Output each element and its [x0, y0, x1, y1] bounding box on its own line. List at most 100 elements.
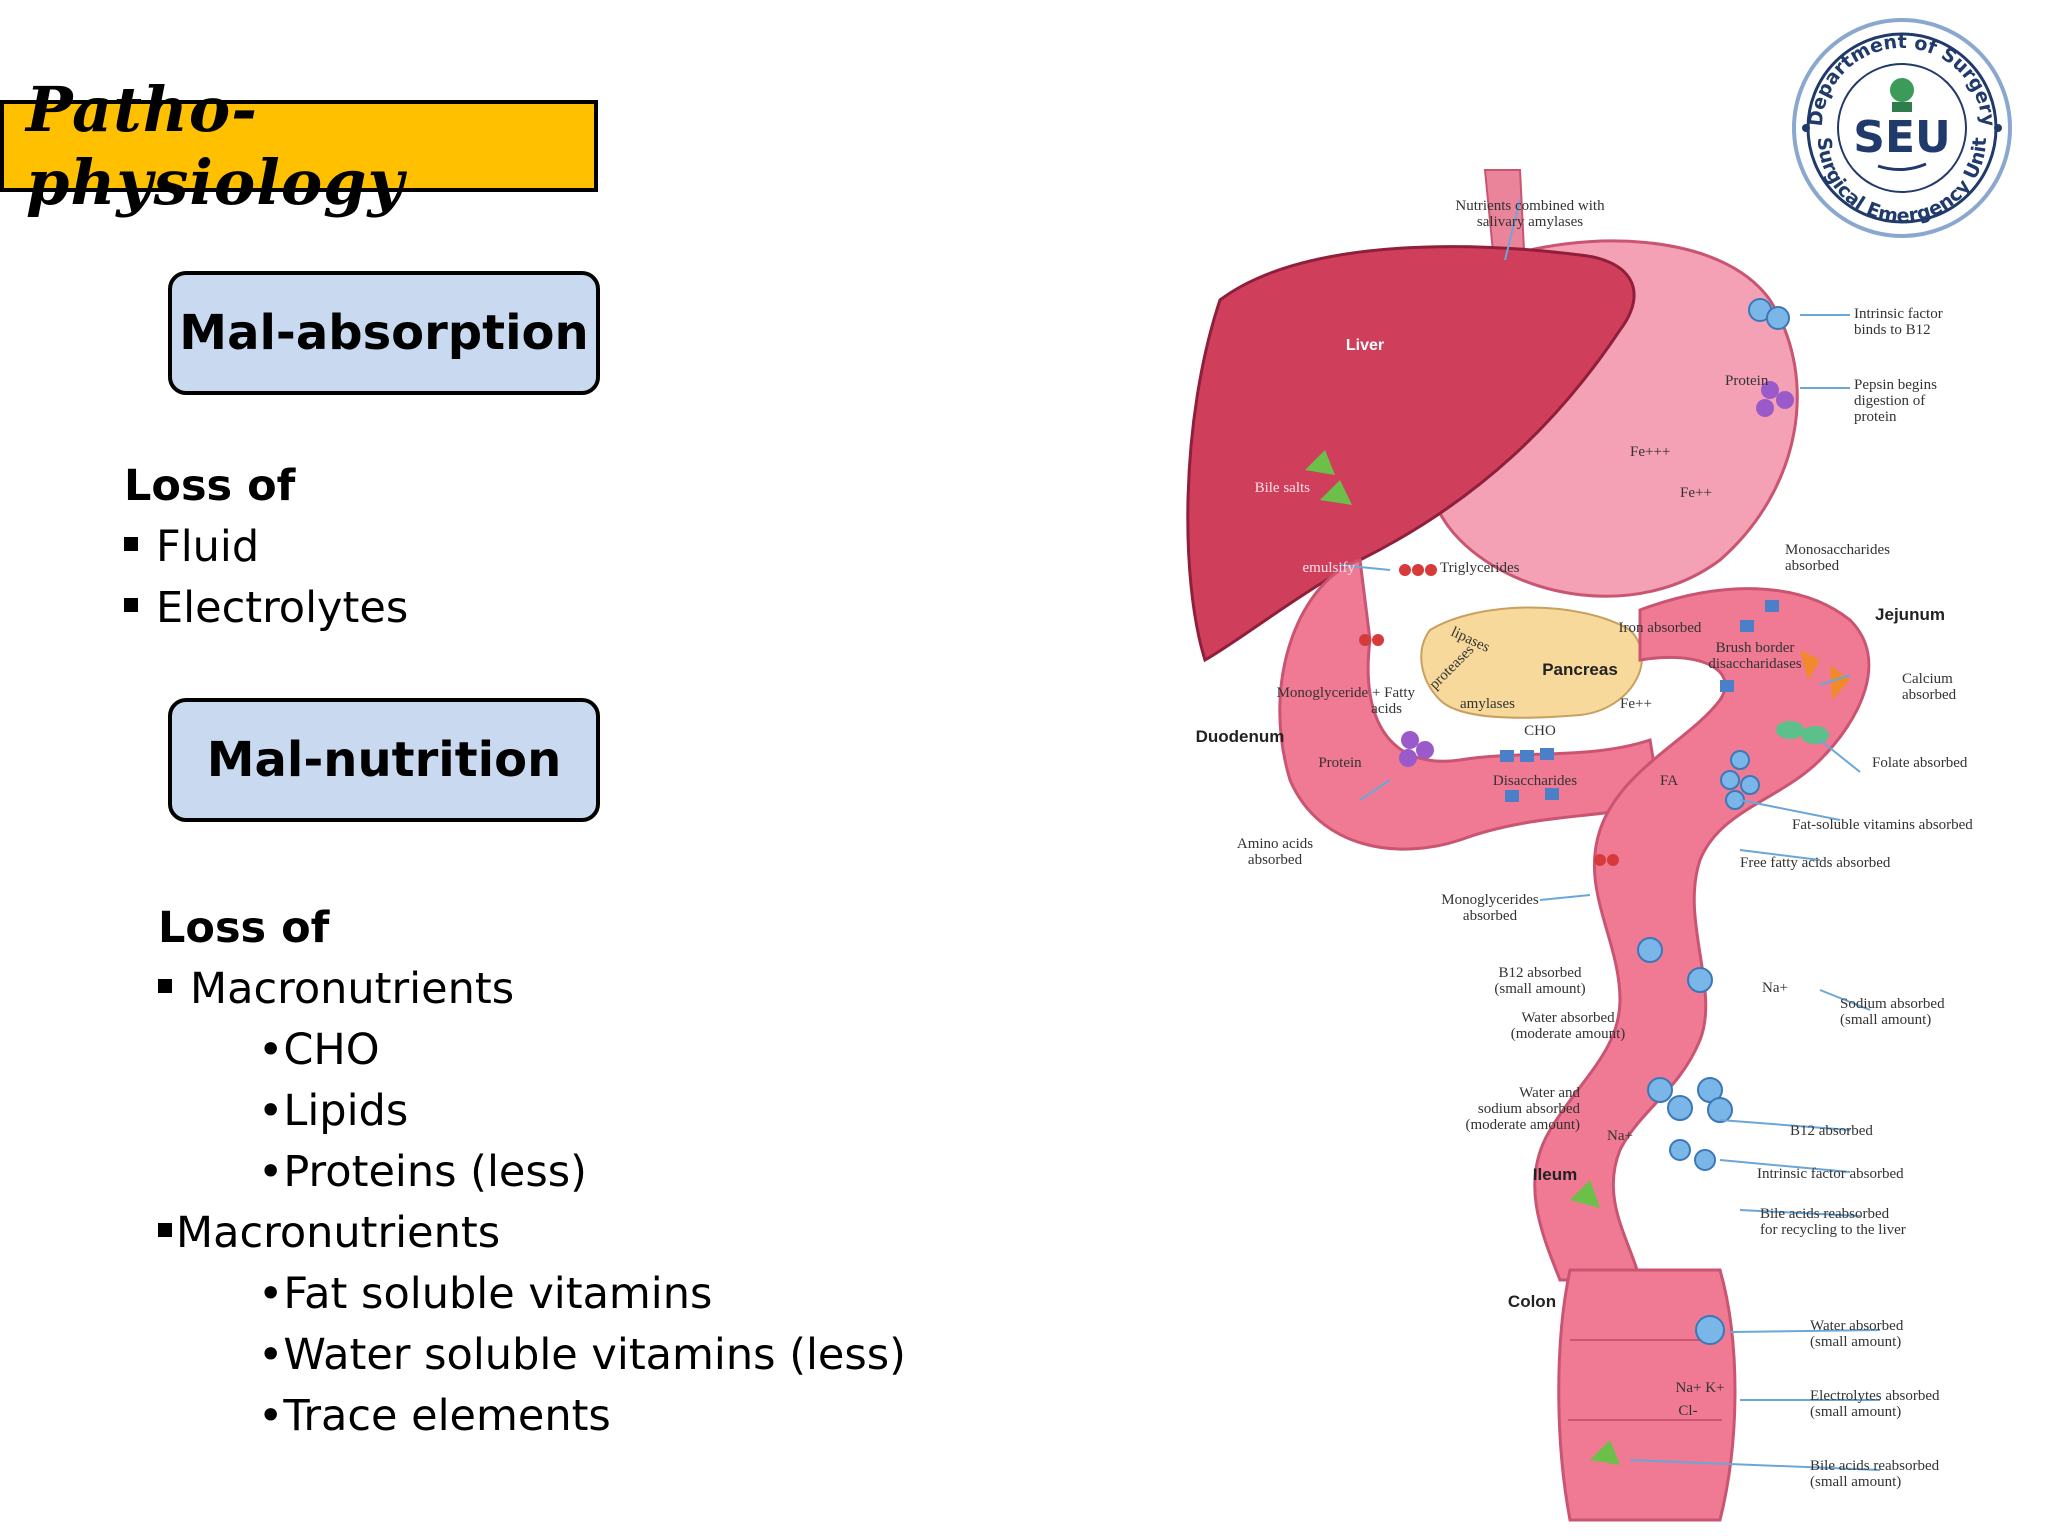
label-jejunum: Jejunum	[1875, 605, 1945, 624]
calcium-icon	[1800, 650, 1850, 700]
label-intrinsic-absorbed: Intrinsic factor absorbed	[1757, 1166, 1904, 1182]
label-calcium-2: absorbed	[1902, 687, 1957, 703]
label-pancreas: Pancreas	[1542, 660, 1618, 679]
triglyceride-molecules	[1359, 564, 1619, 866]
bile-salt-triangles	[1305, 450, 1620, 1465]
label-na-k: Na+ K+	[1676, 1380, 1725, 1396]
malnutrition-heading: Mal-nutrition	[206, 732, 562, 788]
label-b12-absorbed-2: (small amount)	[1494, 981, 1585, 997]
bullet-icon: •	[258, 1147, 284, 1197]
label-protein-duodenum: Protein	[1318, 755, 1362, 771]
list-item: Electrolytes	[124, 578, 408, 639]
label-amino-1: Amino acids	[1237, 836, 1313, 852]
malabsorption-box: Mal-absorption	[168, 271, 600, 395]
label-pepsin-2: digestion of	[1854, 393, 1925, 409]
label-colon-water-1: Water absorbed	[1810, 1318, 1904, 1334]
b12-molecules	[1637, 298, 1790, 1345]
label-emulsify: emulsify	[1303, 560, 1356, 576]
arrows	[1339, 199, 1881, 1471]
label-sodium-2: (small amount)	[1840, 1012, 1931, 1028]
label-fe2b: Fe++	[1620, 696, 1652, 712]
label-brush-1: Brush border	[1716, 640, 1795, 656]
label-intrinsic-1: Intrinsic factor	[1854, 306, 1943, 322]
label-colon-bile-2: (small amount)	[1810, 1474, 1901, 1490]
bullet-icon: •	[258, 1025, 284, 1075]
label-triglycerides: Triglycerides	[1440, 560, 1520, 576]
label-colon-water-2: (small amount)	[1810, 1334, 1901, 1350]
label-pepsin-3: protein	[1854, 409, 1897, 425]
label-iron: Iron absorbed	[1619, 620, 1702, 636]
pancreas	[1420, 606, 1643, 719]
label-pepsin-1: Pepsin begins	[1854, 377, 1937, 393]
malabsorption-list: Loss of Fluid Electrolytes	[124, 456, 408, 639]
malnutrition-list: Loss of Macronutrients •CHO •Lipids •Pro…	[158, 898, 906, 1447]
square-bullet-icon	[124, 536, 138, 551]
digestive-system-diagram: Nutrients combined with salivary amylase…	[1186, 169, 1973, 1522]
bullet-icon: •	[258, 1391, 284, 1441]
title-banner: Patho-physiology	[0, 73, 598, 219]
square-bullet-icon	[158, 1222, 172, 1237]
label-na: Na+	[1762, 980, 1788, 996]
seu-logo: Department of Surgery Surgical Emergency…	[1792, 18, 2012, 238]
label-fa: FA	[1660, 773, 1678, 789]
list-item: •Lipids	[158, 1081, 906, 1142]
liver	[1186, 245, 1636, 663]
label-ileum: Ileum	[1533, 1165, 1577, 1184]
list-item: •Fat soluble vitamins	[158, 1264, 906, 1325]
bullet-icon: •	[258, 1330, 284, 1380]
label-brush-2: disaccharidases	[1708, 656, 1801, 672]
label-amino-2: absorbed	[1248, 852, 1303, 868]
label-calcium-1: Calcium	[1902, 671, 1953, 687]
label-acids: acids	[1371, 701, 1402, 717]
list-item: Macronutrients	[158, 959, 906, 1020]
label-monoglycerides-1: Monoglycerides	[1441, 892, 1539, 908]
duodenum	[1278, 557, 1662, 851]
label-water-2: (moderate amount)	[1511, 1026, 1626, 1042]
label-fat-soluble: Fat-soluble vitamins absorbed	[1792, 817, 1973, 833]
label-fe2: Fe++	[1680, 485, 1712, 501]
label-b12-absorbed-1: B12 absorbed	[1499, 965, 1582, 981]
bullet-icon: •	[258, 1086, 284, 1136]
label-water-sodium-1: Water and	[1519, 1085, 1580, 1101]
label-protein-stomach: Protein	[1725, 373, 1769, 389]
malabsorption-heading: Mal-absorption	[179, 305, 589, 361]
square-bullet-icon	[158, 978, 172, 993]
label-water-sodium-2: sodium absorbed	[1478, 1101, 1581, 1117]
malabsorption-loss-of: Loss of	[124, 461, 296, 511]
label-cho: CHO	[1524, 723, 1556, 739]
label-folate: Folate absorbed	[1872, 755, 1968, 771]
label-fe3: Fe+++	[1630, 444, 1670, 460]
label-monoglycerides-2: absorbed	[1463, 908, 1518, 924]
label-nutrients: Nutrients combined with	[1455, 198, 1605, 214]
small-intestine	[1533, 587, 1871, 1282]
logo-center-text: SEU	[1853, 112, 1950, 163]
label-disaccharides: Disaccharides	[1493, 773, 1577, 789]
label-colon-bile-1: Bile acids reabsorbed	[1810, 1458, 1940, 1474]
malnutrition-box: Mal-nutrition	[168, 698, 600, 822]
label-bile-recycle-2: for recycling to the liver	[1760, 1222, 1906, 1238]
square-bullet-icon	[124, 597, 138, 612]
disaccharide-blocks	[1500, 600, 1779, 802]
label-liver: Liver	[1346, 337, 1384, 354]
label-free-fatty-acids: Free fatty acids absorbed	[1740, 855, 1891, 871]
label-na-2: Na+	[1607, 1128, 1633, 1144]
protein-molecules	[1399, 381, 1794, 767]
page-title: Patho-physiology	[26, 73, 405, 219]
label-water-sodium-3: (moderate amount)	[1465, 1117, 1580, 1133]
bullet-icon: •	[258, 1269, 284, 1319]
label-bile-salts: Bile salts	[1255, 480, 1311, 496]
label-cl: Cl-	[1678, 1403, 1697, 1419]
label-b12-ileum: B12 absorbed	[1790, 1123, 1873, 1139]
label-mono-2: absorbed	[1785, 558, 1840, 574]
label-nutrients-2: salivary amylases	[1477, 214, 1583, 230]
label-intrinsic-2: binds to B12	[1854, 322, 1931, 338]
label-water-1: Water absorbed	[1521, 1010, 1615, 1026]
label-bile-recycle-1: Bile acids reabsorbed	[1760, 1206, 1890, 1222]
list-item: •Proteins (less)	[158, 1142, 906, 1203]
list-item: •CHO	[158, 1020, 906, 1081]
label-electrolytes-2: (small amount)	[1810, 1404, 1901, 1420]
label-duodenum: Duodenum	[1196, 727, 1285, 746]
label-colon: Colon	[1508, 1292, 1556, 1311]
surgeon-icon	[1890, 78, 1914, 112]
list-item: Macronutrients	[158, 1203, 906, 1264]
